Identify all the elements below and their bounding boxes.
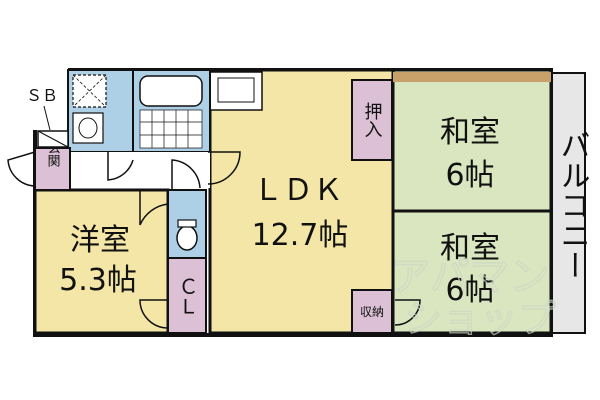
youshitsu-room	[33, 188, 170, 335]
watermark-line-2: ショップ	[404, 297, 556, 341]
watermark-line-1: アパマン	[390, 254, 549, 300]
door-bath	[107, 152, 134, 181]
sb-label: ＳＢ	[26, 86, 58, 105]
genkan-label: 玄関	[45, 141, 61, 168]
oshiire-closet	[351, 79, 393, 161]
shuno-storage	[351, 289, 393, 334]
shuno-label: 収納	[360, 305, 384, 319]
washitsu-2-size: 6帖	[445, 273, 494, 308]
toilet-icon	[176, 225, 198, 251]
ldk-size: 12.7帖	[252, 218, 349, 253]
bathtub-icon	[139, 75, 203, 107]
youshitsu-name: 洋室	[70, 223, 130, 258]
washitsu-1-name: 和室	[440, 115, 500, 150]
cl-label: ＣＬ	[175, 276, 199, 316]
ldk-name: ＬＤＫ	[253, 173, 343, 208]
door-toilet	[171, 159, 201, 190]
door-washitsu2	[394, 299, 421, 326]
tatami-band	[393, 72, 551, 82]
washitsu-2-name: 和室	[440, 231, 500, 266]
genkan-area	[34, 147, 71, 191]
bath-tile-grid	[139, 109, 203, 149]
door-youshitsu	[139, 190, 169, 226]
kitchen-sink	[217, 77, 255, 103]
door-cl	[139, 299, 169, 329]
washitsu-2-room	[391, 209, 553, 335]
hallway	[70, 152, 210, 188]
youshitsu-size: 5.3帖	[59, 263, 137, 298]
washitsu-1-size: 6帖	[445, 158, 494, 193]
oshiire-label: 押入	[362, 102, 383, 138]
cl-closet	[167, 257, 207, 334]
exterior-notch	[33, 68, 68, 130]
entrance-door	[7, 151, 36, 187]
toilet-tank-icon	[177, 219, 197, 228]
balcony-label: バルコニー	[555, 130, 590, 280]
door-ldk	[207, 151, 241, 185]
